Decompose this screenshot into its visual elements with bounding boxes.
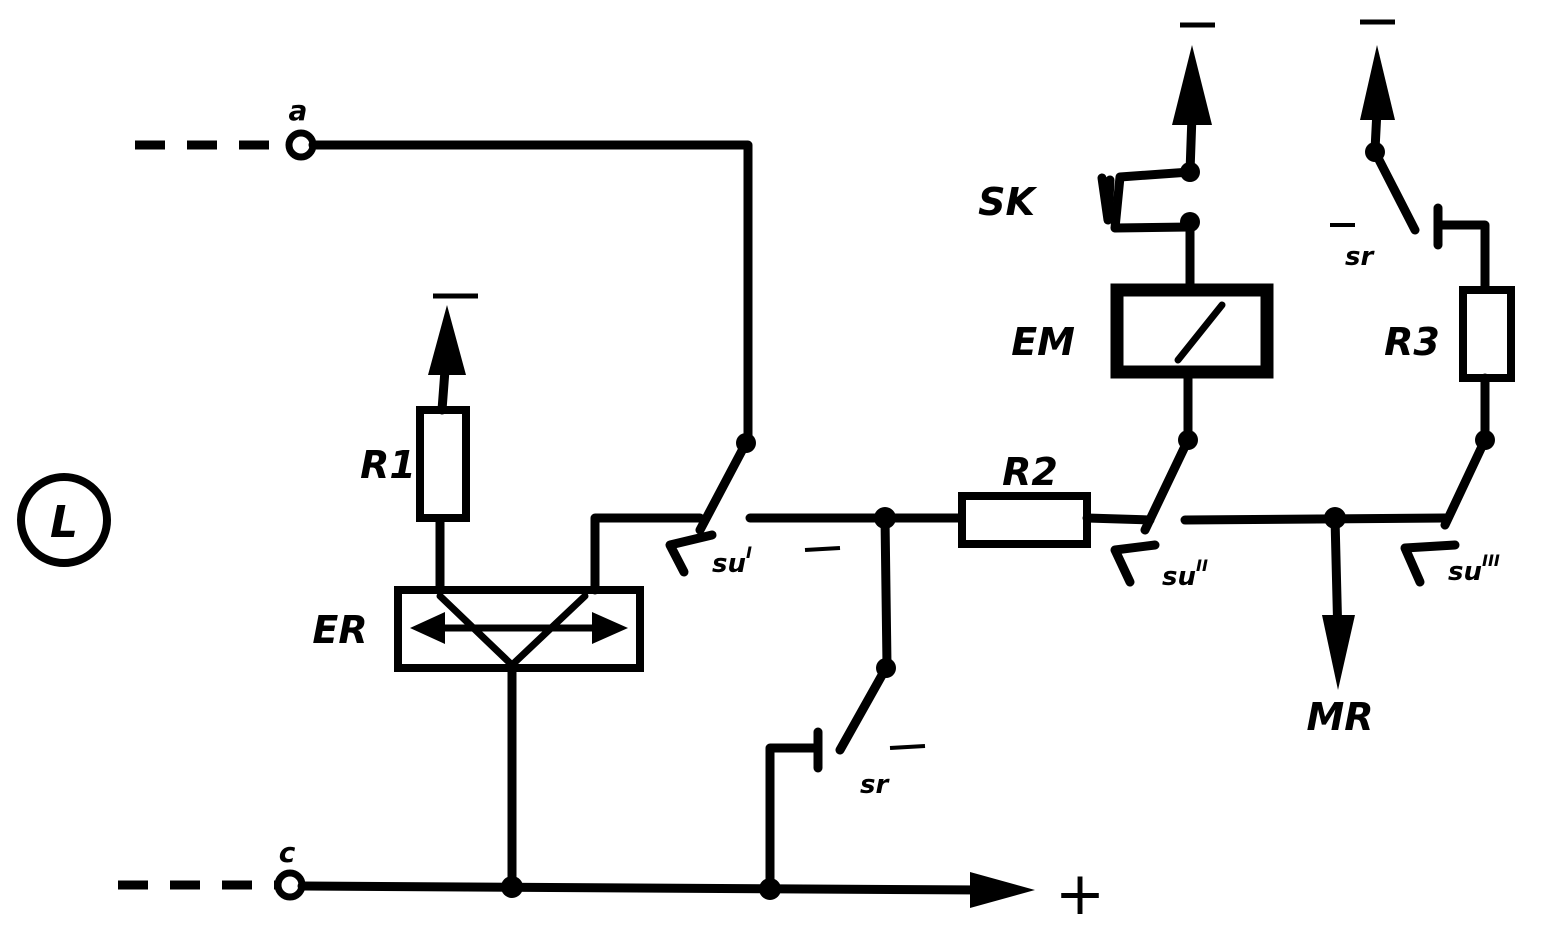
er-label: ER (312, 608, 367, 652)
minus-arrow (428, 305, 466, 375)
sk-label: SK (978, 180, 1037, 224)
mr-label: MR (1306, 695, 1373, 739)
sr-upper-label: sr (1345, 242, 1375, 272)
terminal-a-label: a (289, 94, 308, 127)
minus-arrow (1172, 45, 1212, 125)
switch-sr-lower: sr (765, 658, 926, 894)
su2-label: suII (1162, 556, 1208, 592)
r3-branch: sr R3 suIII (1330, 19, 1515, 587)
r3-label: R3 (1384, 320, 1440, 364)
plus-arrow (970, 872, 1035, 908)
circle-label-text: L (50, 497, 78, 548)
su3-label: suIII (1448, 551, 1500, 587)
resistor-r1 (416, 406, 470, 522)
sr-lower-label: sr (860, 770, 890, 800)
r1-branch: R1 (360, 293, 478, 595)
plus-label: + (1055, 859, 1105, 929)
mr-arrow (1322, 615, 1355, 690)
er-element: ER (312, 513, 705, 892)
minus-arrow (1360, 45, 1395, 120)
terminal-a-line: a (135, 94, 753, 445)
resistor-r3 (1459, 286, 1515, 382)
terminal-c-line: c + (118, 836, 1105, 929)
relay-em (1110, 283, 1274, 379)
resistor-r2 (958, 492, 1091, 548)
em-branch: SK EM suII (978, 22, 1274, 592)
r1-label: R1 (360, 443, 416, 487)
su1-label: suI (712, 543, 752, 579)
switch-su1: suI (665, 433, 841, 579)
circle-label-l: L (17, 473, 111, 567)
r2-label: R2 (1002, 450, 1058, 494)
middle-bus: R2 (745, 450, 1155, 670)
terminal-c-label: c (279, 836, 296, 869)
em-label: EM (1011, 320, 1075, 364)
right-bus: MR (1180, 507, 1450, 739)
